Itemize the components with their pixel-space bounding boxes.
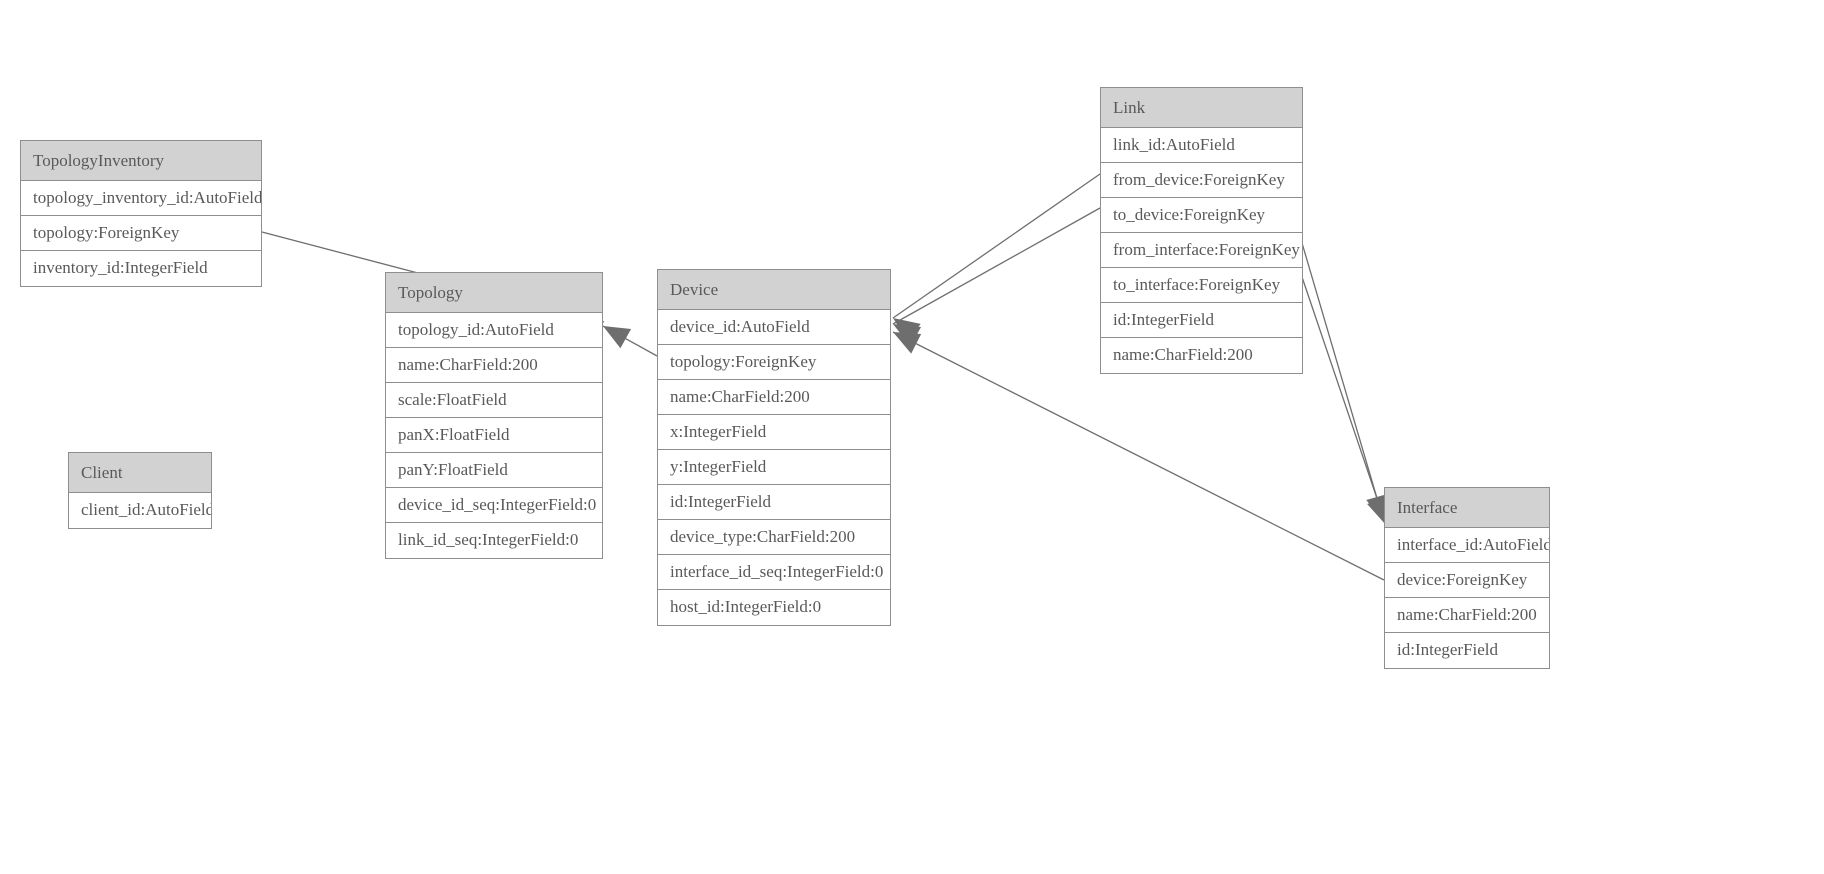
entity-title-link: Link [1101, 88, 1302, 128]
entity-field-row: scale:FloatField [386, 383, 602, 418]
entity-field-row: id:IntegerField [1385, 633, 1549, 668]
relationship-link-to-interface [1301, 276, 1388, 526]
entity-field-row: link_id:AutoField [1101, 128, 1302, 163]
entity-field-row: to_device:ForeignKey [1101, 198, 1302, 233]
entity-field-row: name:CharField:200 [658, 380, 890, 415]
entity-field-row: topology_id:AutoField [386, 313, 602, 348]
relationship-line [602, 325, 658, 357]
relationship-arrowhead [893, 324, 922, 347]
entity-title-interface: Interface [1385, 488, 1549, 528]
entity-field-row: from_interface:ForeignKey [1101, 233, 1302, 268]
relationship-link-to-device [892, 207, 1101, 347]
entity-field-row: panY:FloatField [386, 453, 602, 488]
entity-title-topology: Topology [386, 273, 602, 313]
relationship-line [1301, 242, 1385, 523]
entity-field-row: topology:ForeignKey [658, 345, 890, 380]
entity-field-row: device:ForeignKey [1385, 563, 1549, 598]
relationship-line [892, 173, 1101, 319]
entity-field-row: to_interface:ForeignKey [1101, 268, 1302, 303]
entity-field-row: device_id:AutoField [658, 310, 890, 345]
entity-field-row: interface_id_seq:IntegerField:0 [658, 555, 890, 590]
relationship-link-from-interface [1301, 242, 1388, 523]
entity-field-row: topology_inventory_id:AutoField [21, 181, 261, 216]
entity-field-row: id:IntegerField [658, 485, 890, 520]
entity-field-row: client_id:AutoField [69, 493, 211, 528]
entity-field-row: link_id_seq:IntegerField:0 [386, 523, 602, 558]
relationship-arrowhead [893, 332, 922, 354]
relationship-arrowhead [893, 318, 921, 342]
entity-field-row: name:CharField:200 [386, 348, 602, 383]
relationship-line [1301, 276, 1387, 526]
relationship-line [892, 207, 1101, 325]
entity-field-row: from_device:ForeignKey [1101, 163, 1302, 198]
entity-field-row: y:IntegerField [658, 450, 890, 485]
entity-title-topology_inventory: TopologyInventory [21, 141, 261, 181]
relationship-link-from-device [892, 173, 1101, 342]
entity-field-row: panX:FloatField [386, 418, 602, 453]
entity-field-row: name:CharField:200 [1385, 598, 1549, 633]
entity-field-row: topology:ForeignKey [21, 216, 261, 251]
entity-title-device: Device [658, 270, 890, 310]
entity-field-row: id:IntegerField [1101, 303, 1302, 338]
entity-field-row: host_id:IntegerField:0 [658, 590, 890, 625]
entity-title-client: Client [69, 453, 211, 493]
entity-field-row: x:IntegerField [658, 415, 890, 450]
entity-field-row: inventory_id:IntegerField [21, 251, 261, 286]
entity-field-row: name:CharField:200 [1101, 338, 1302, 373]
entity-field-row: device_type:CharField:200 [658, 520, 890, 555]
entity-field-row: device_id_seq:IntegerField:0 [386, 488, 602, 523]
entity-field-row: interface_id:AutoField [1385, 528, 1549, 563]
relationship-device-topology [602, 325, 658, 357]
